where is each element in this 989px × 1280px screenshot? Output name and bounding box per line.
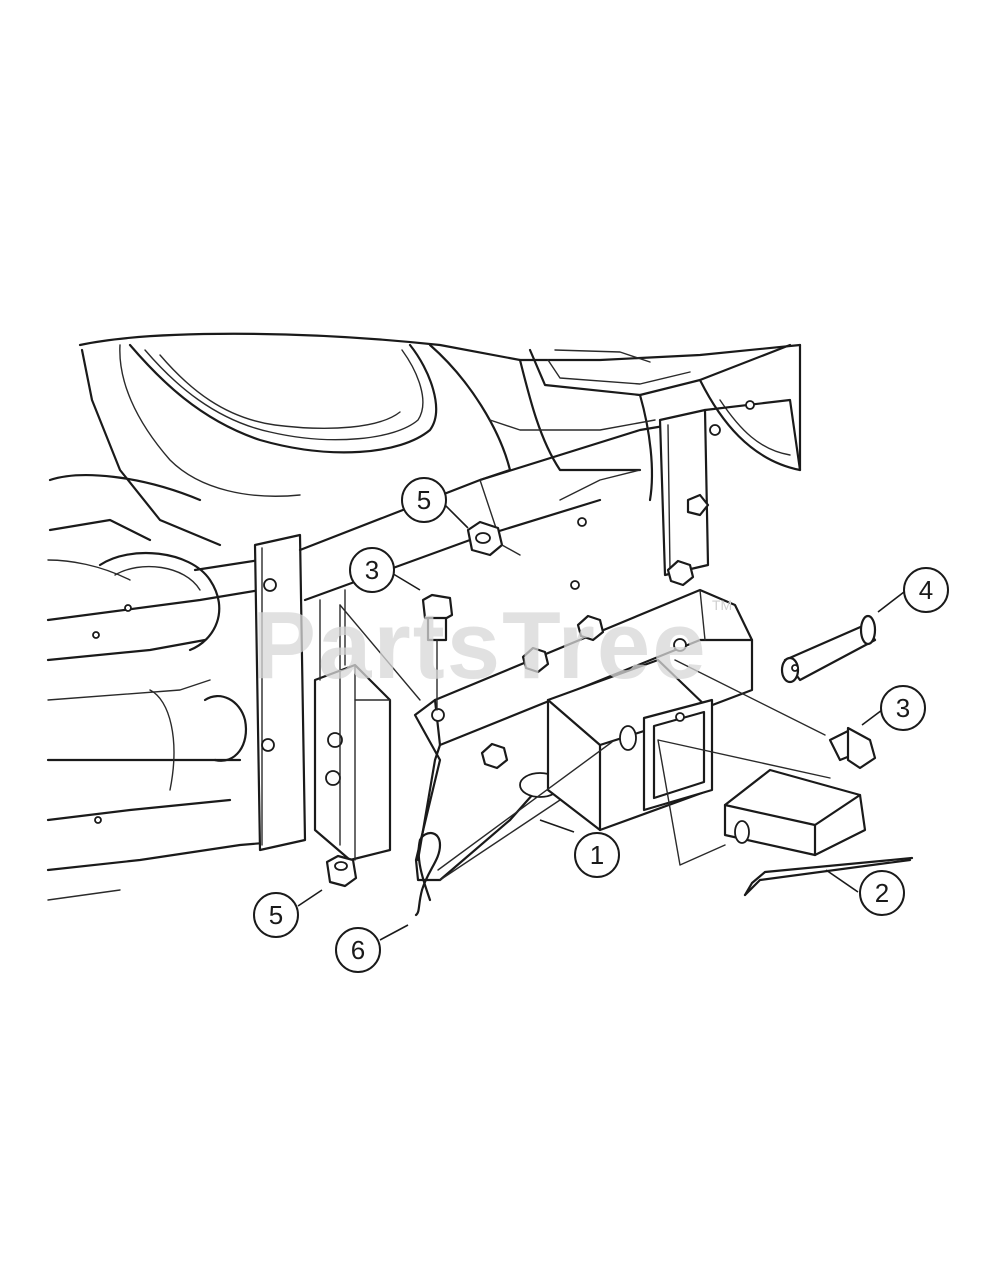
watermark-trademark: TM xyxy=(712,597,732,613)
bolt-part-3-left xyxy=(339,593,454,846)
nut-part-5-upper xyxy=(466,520,521,557)
callout-1[interactable]: 1 xyxy=(574,832,620,878)
alignment-lines xyxy=(657,739,831,866)
watermark: PartsTree TM xyxy=(252,592,732,699)
callout-5-upper[interactable]: 5 xyxy=(401,477,447,523)
nut-part-5-lower xyxy=(325,854,358,888)
callout-circle xyxy=(253,892,299,938)
callout-label: 2 xyxy=(875,878,889,908)
bolt-part-3-right xyxy=(674,659,877,770)
callout-circle xyxy=(880,685,926,731)
callout-label: 3 xyxy=(365,555,379,585)
tractor-body-outline xyxy=(46,332,802,901)
hitch-pin-part-4 xyxy=(780,614,877,684)
callout-circle xyxy=(903,567,949,613)
callout-6[interactable]: 6 xyxy=(335,927,381,973)
callout-circle xyxy=(859,870,905,916)
callout-5-lower[interactable]: 5 xyxy=(253,892,299,938)
leader-lines xyxy=(297,501,905,941)
hairpin-clip-part-6 xyxy=(414,741,613,917)
watermark-text: PartsTree xyxy=(252,592,708,699)
callout-label: 5 xyxy=(269,900,283,930)
callout-label: 6 xyxy=(351,935,365,965)
callout-label: 1 xyxy=(590,840,604,870)
callout-3-left[interactable]: 3 xyxy=(349,547,395,593)
callout-label: 4 xyxy=(919,575,933,605)
callout-3-right[interactable]: 3 xyxy=(880,685,926,731)
callout-label: 3 xyxy=(896,693,910,723)
callout-circle xyxy=(349,547,395,593)
callout-4[interactable]: 4 xyxy=(903,567,949,613)
plate-bolt-heads xyxy=(480,559,695,770)
callout-circle xyxy=(401,477,447,523)
callout-circle xyxy=(335,927,381,973)
receiver-tube xyxy=(546,658,714,832)
callout-circle xyxy=(574,832,620,878)
callout-2[interactable]: 2 xyxy=(859,870,905,916)
callout-label: 5 xyxy=(417,485,431,515)
hitch-insert-part-2 xyxy=(723,768,914,897)
